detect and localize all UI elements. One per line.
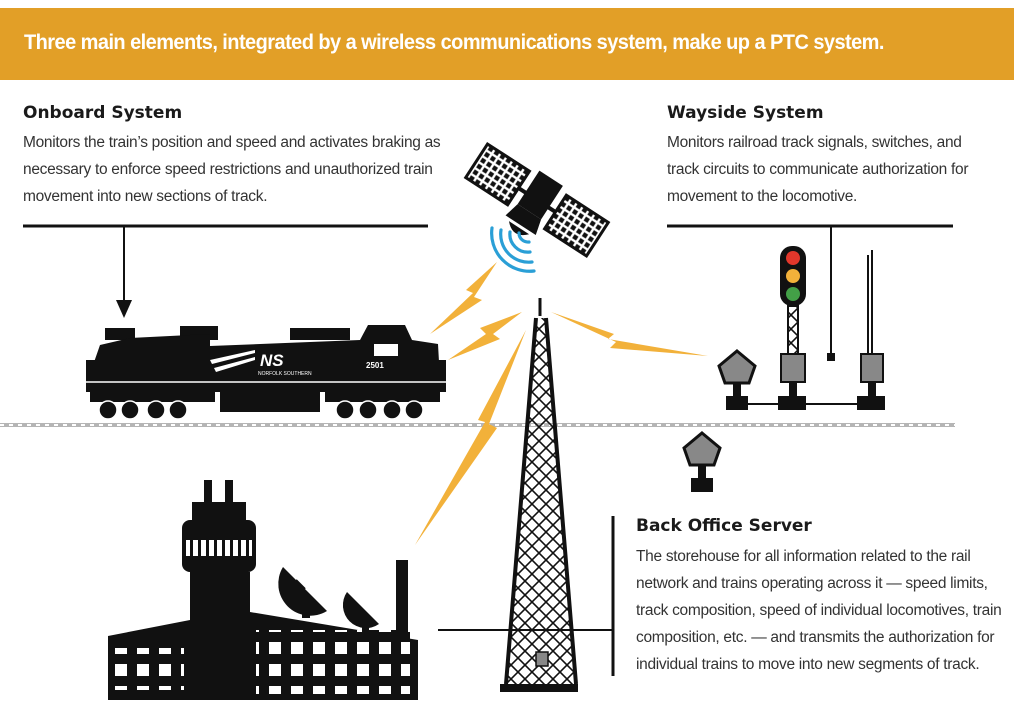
locomotive-logo: NS [260, 351, 284, 370]
wireless-signal-icon [490, 226, 536, 273]
connector-lines [23, 224, 953, 676]
locomotive-icon: NS NORFOLK SOUTHERN 2501 [86, 325, 446, 420]
wayside-line: track circuits to communicate authorizat… [667, 161, 969, 178]
backoffice-description: The storehouse for all information relat… [636, 543, 1002, 678]
onboard-heading: Onboard System [23, 103, 183, 123]
satellite-dish-icon [278, 567, 327, 618]
backoffice-line: track composition, speed of individual l… [636, 602, 1002, 619]
backoffice-heading: Back Office Server [636, 516, 812, 536]
signal-light-icon [778, 246, 806, 410]
backoffice-line: The storehouse for all information relat… [636, 548, 971, 565]
wayside-line: Monitors railroad track signals, switche… [667, 134, 962, 151]
satellite-icon [463, 141, 611, 259]
onboard-line: Monitors the train’s position and speed … [23, 134, 441, 151]
page-title: Three main elements, integrated by a wir… [24, 30, 884, 54]
switch-sign-icon [717, 349, 757, 410]
switch-sign-icon [682, 431, 722, 492]
office-building-icon [108, 480, 418, 700]
wayside-line: movement to the locomotive. [667, 188, 858, 205]
wayside-antenna-icon [857, 250, 885, 410]
wayside-heading: Wayside System [667, 103, 824, 123]
wayside-description: Monitors railroad track signals, switche… [667, 129, 969, 210]
lightning-icon [415, 262, 708, 545]
onboard-line: necessary to enforce speed restrictions … [23, 161, 433, 178]
locomotive-logo-sub: NORFOLK SOUTHERN [258, 371, 312, 377]
onboard-description: Monitors the train’s position and speed … [23, 129, 441, 210]
onboard-line: movement into new sections of track. [23, 188, 268, 205]
backoffice-line: composition, etc. — and transmits the au… [636, 629, 995, 646]
title-banner: Three main elements, integrated by a wir… [0, 8, 1014, 80]
radio-tower-icon [500, 298, 578, 692]
satellite-dish-icon [342, 592, 379, 632]
backoffice-line: network and trains operating across it —… [636, 575, 988, 592]
locomotive-number: 2501 [366, 361, 384, 370]
backoffice-line: individual trains to move into new segme… [636, 656, 980, 673]
